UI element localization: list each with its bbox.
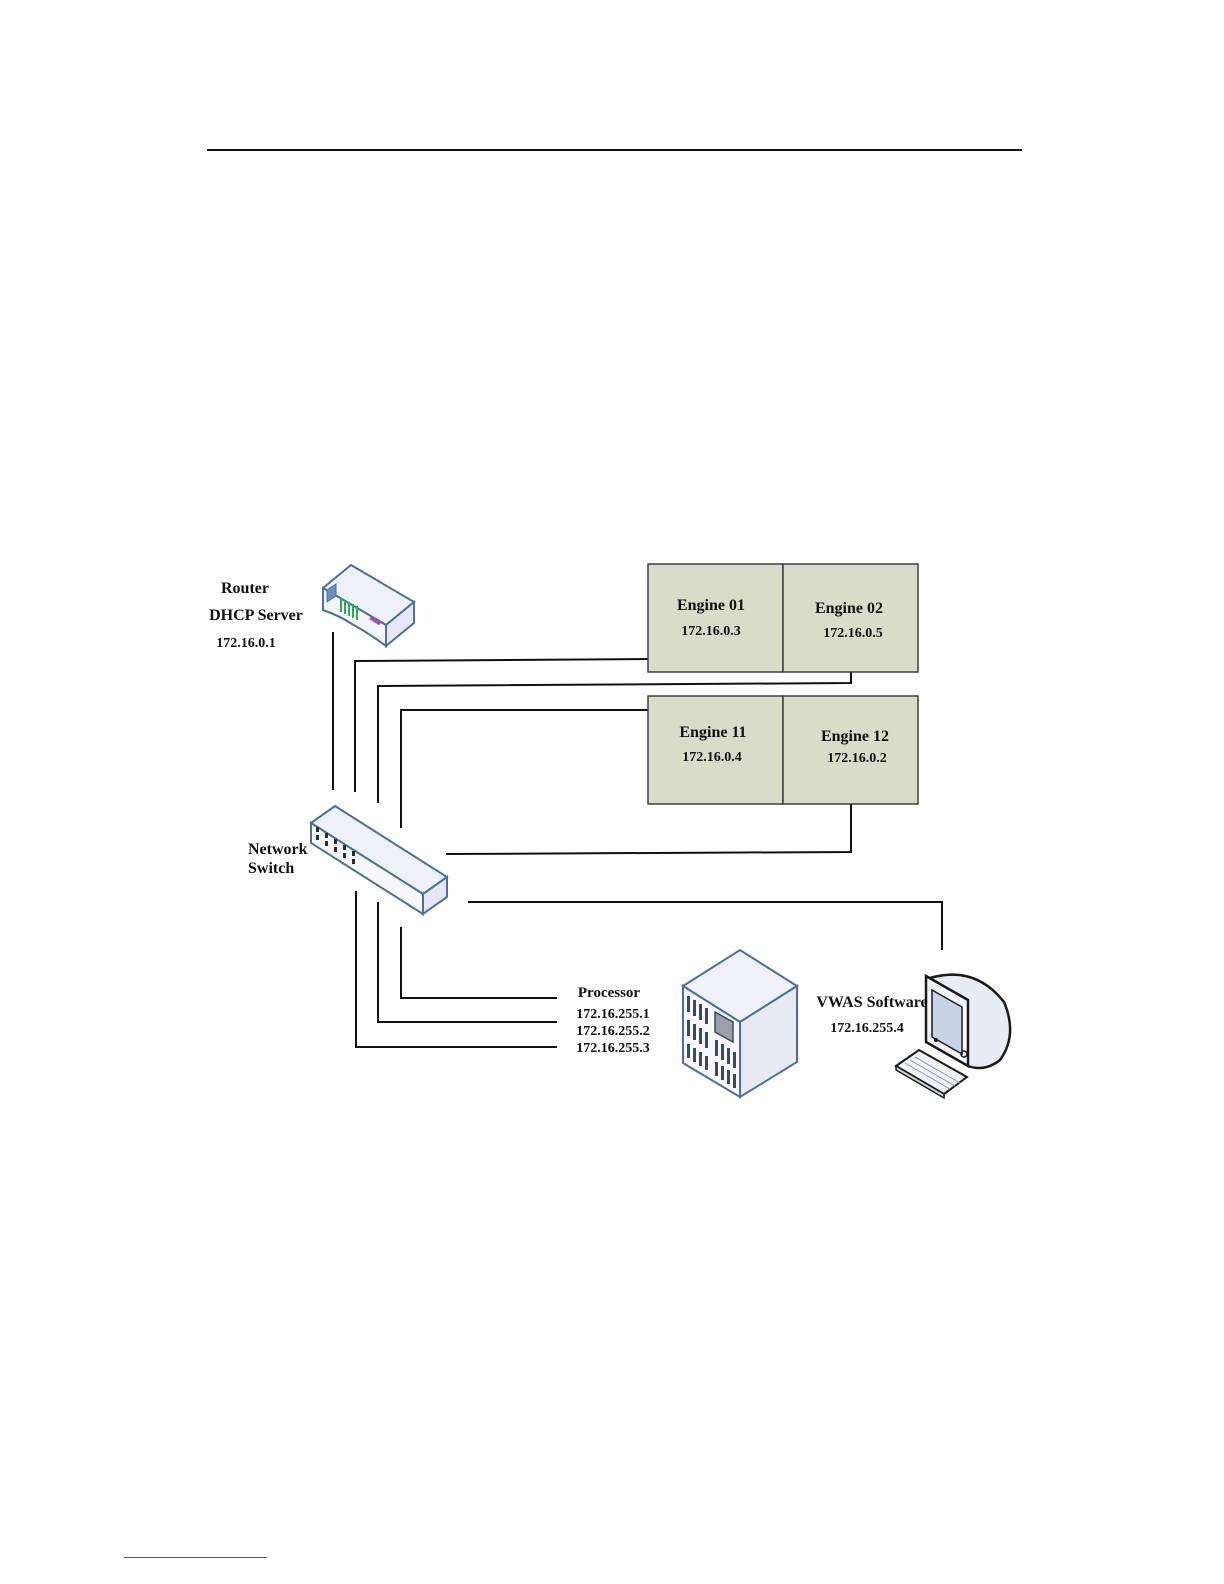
processor-ip-1: 172.16.255.1 — [576, 1007, 650, 1022]
wire-processor-2 — [378, 902, 557, 1022]
engine-11-name: Engine 11 — [679, 724, 746, 741]
wire-engine-11 — [401, 710, 648, 828]
engine-02-name: Engine 02 — [815, 600, 883, 617]
switch-label-line1: Network — [248, 841, 308, 858]
server-tower-icon — [683, 950, 797, 1097]
wire-processor-1 — [401, 927, 557, 998]
engine-02-ip: 172.16.0.5 — [823, 626, 883, 641]
engine-12-box — [783, 696, 918, 804]
network-switch-icon — [311, 806, 447, 914]
wire-processor-3 — [356, 891, 557, 1047]
switch-label-line2: Switch — [248, 860, 294, 877]
wire-engine-01 — [355, 659, 648, 792]
engine-01-ip: 172.16.0.3 — [681, 624, 741, 639]
router-ip: 172.16.0.1 — [216, 636, 276, 651]
engine-12-ip: 172.16.0.2 — [827, 751, 887, 766]
engine-01-name: Engine 01 — [677, 597, 745, 614]
footnote-rule — [124, 1557, 267, 1558]
workstation-title: VWAS Software — [816, 994, 927, 1011]
engine-01-box — [648, 564, 783, 672]
router-subtitle: DHCP Server — [209, 607, 303, 624]
processor-ip-3: 172.16.255.3 — [576, 1041, 650, 1056]
engine-11-ip: 172.16.0.4 — [682, 750, 742, 765]
processor-ip-2: 172.16.255.2 — [576, 1024, 650, 1039]
wire-engine-12 — [446, 804, 851, 854]
workstation-ip: 172.16.255.4 — [830, 1021, 904, 1036]
router-title: Router — [221, 580, 269, 597]
engine-02-box — [783, 564, 918, 672]
processor-title: Processor — [578, 985, 641, 1001]
wire-workstation — [468, 902, 942, 950]
engine-group-top — [648, 564, 918, 672]
router-icon — [323, 565, 414, 646]
engine-12-name: Engine 12 — [821, 728, 889, 745]
